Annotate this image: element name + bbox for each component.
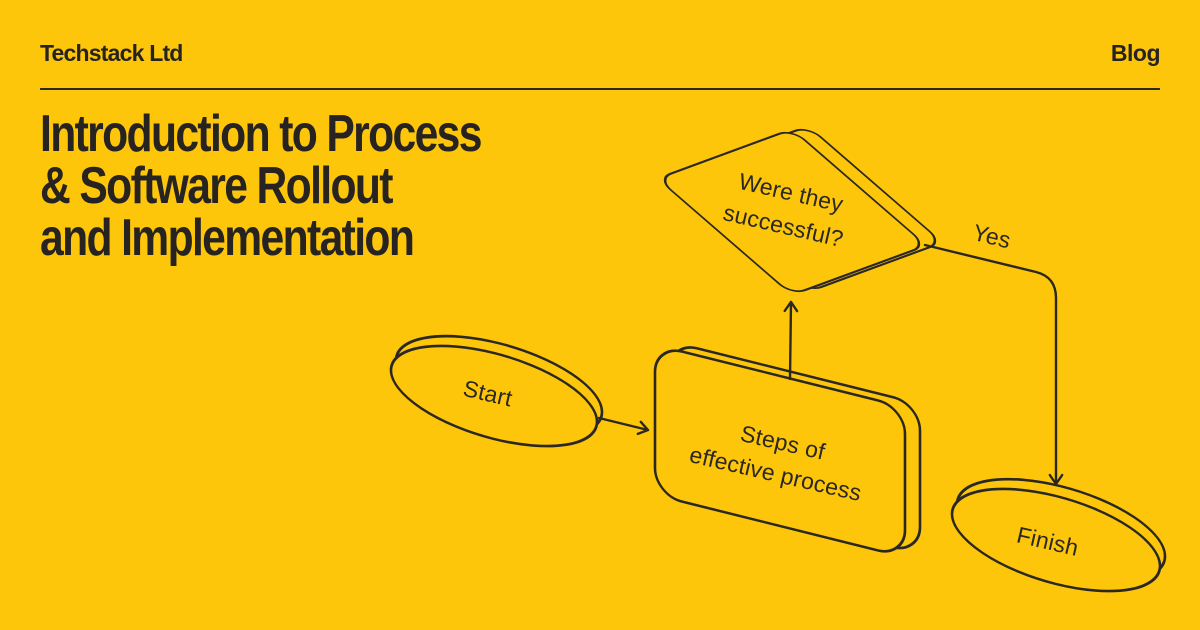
header-divider bbox=[40, 88, 1160, 90]
decision-node-face bbox=[663, 131, 921, 293]
arrow-start-to-process bbox=[597, 416, 650, 436]
start-node-face bbox=[389, 344, 599, 448]
page-title: Introduction to Process & Software Rollo… bbox=[40, 108, 663, 264]
page-title-line-1: Introduction to Process bbox=[40, 105, 482, 163]
page-title-line-2: & Software Rollout bbox=[40, 157, 394, 215]
arrow-process-to-decision bbox=[783, 300, 799, 381]
start-node bbox=[389, 334, 604, 448]
brand-logo-text: Techstack Ltd bbox=[40, 40, 183, 66]
decision-node bbox=[663, 128, 937, 293]
arrow-decision-to-finish bbox=[923, 243, 1064, 486]
finish-node bbox=[950, 477, 1167, 593]
process-node bbox=[653, 346, 922, 553]
page-title-line-3: and Implementation bbox=[40, 209, 415, 267]
yes-edge-label: Yes bbox=[970, 219, 1013, 253]
blog-link[interactable]: Blog bbox=[1110, 40, 1161, 66]
process-node-face bbox=[653, 349, 907, 553]
finish-node-face bbox=[950, 487, 1162, 593]
